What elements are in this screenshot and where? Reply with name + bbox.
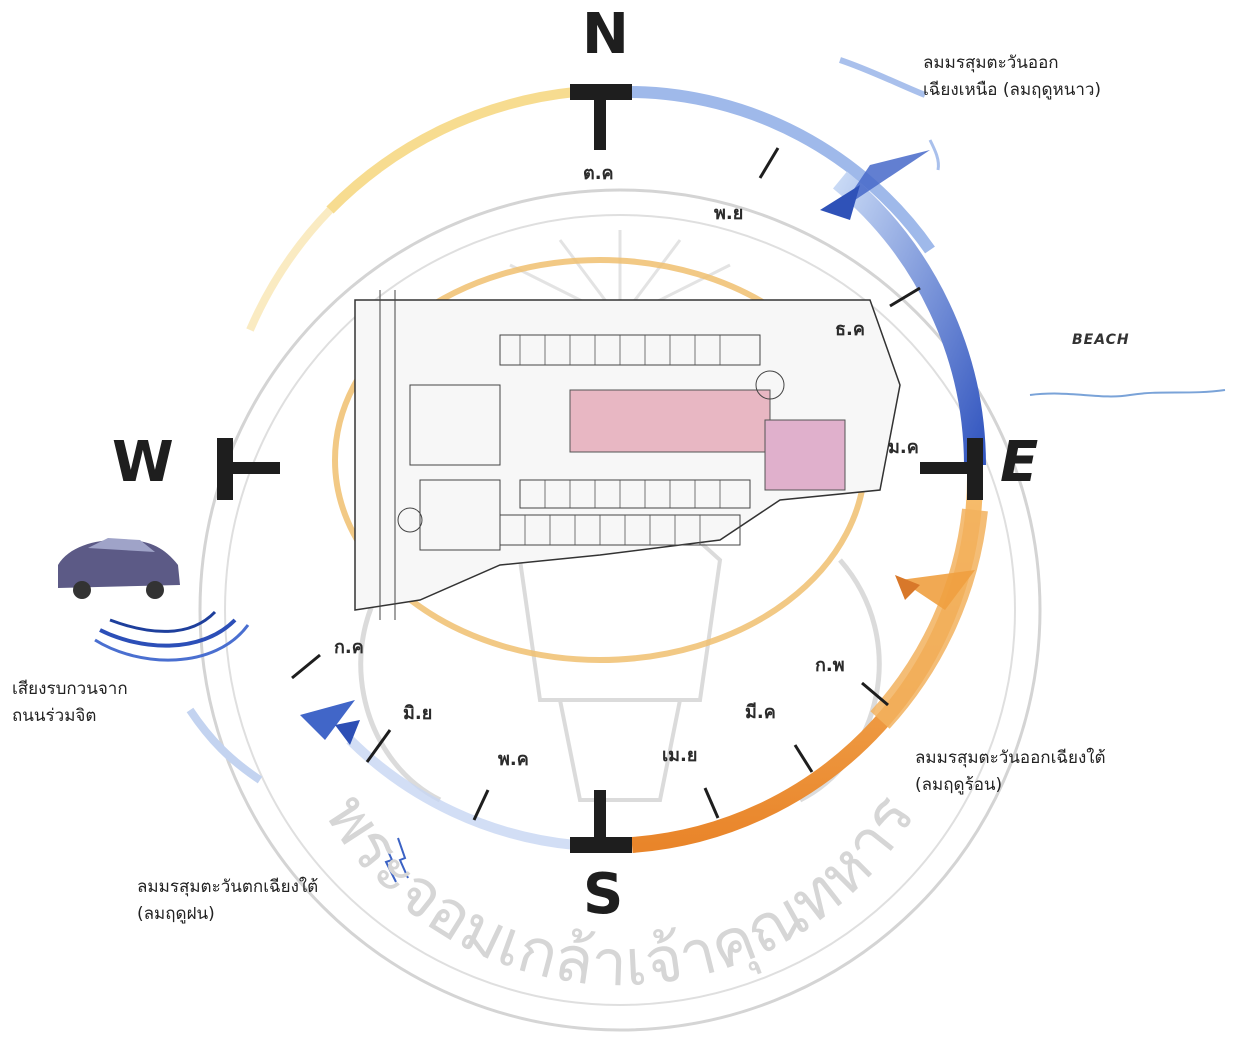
southwest-wind-arrow bbox=[186, 700, 409, 883]
month-nov: พ.ย bbox=[714, 203, 744, 224]
southeast-wind-line2: (ลมฤดูร้อน) bbox=[915, 775, 1003, 795]
north-label: N bbox=[582, 2, 629, 67]
traffic-noise-line1: เสียงรบกวนจาก bbox=[12, 679, 128, 699]
northeast-wind-line2: เฉียงเหนือ (ลมฤดูหนาว) bbox=[923, 80, 1102, 100]
northeast-wind-label: ลมมรสุมตะวันออก เฉียงเหนือ (ลมฤดูหนาว) bbox=[923, 50, 1101, 104]
beach-wave-line bbox=[1029, 389, 1226, 398]
beach-label: BEACH bbox=[1072, 332, 1130, 348]
traffic-noise-label: เสียงรบกวนจาก ถนนร่วมจิต bbox=[12, 676, 128, 730]
northeast-wind-line1: ลมมรสุมตะวันออก bbox=[923, 53, 1059, 73]
compass-axes bbox=[217, 84, 983, 853]
month-oct: ต.ค bbox=[583, 163, 614, 184]
sun-path-ring bbox=[246, 86, 988, 853]
southwest-wind-line1: ลมมรสุมตะวันตกเฉียงใต้ bbox=[137, 877, 319, 897]
month-feb: ก.พ bbox=[815, 655, 845, 676]
month-jan: ม.ค bbox=[888, 437, 919, 458]
noise-wave-icon bbox=[94, 610, 250, 662]
southeast-wind-arrow bbox=[895, 570, 975, 610]
month-dec: ธ.ค bbox=[835, 319, 865, 340]
month-jul: ก.ค bbox=[334, 637, 364, 658]
traffic-noise-line2: ถนนร่วมจิต bbox=[12, 706, 97, 726]
west-label: W bbox=[112, 430, 174, 495]
south-label: S bbox=[583, 862, 624, 927]
east-label: E bbox=[1000, 430, 1039, 495]
southeast-wind-line1: ลมมรสุมตะวันออกเฉียงใต้ bbox=[915, 748, 1106, 768]
month-apr: เม.ย bbox=[662, 745, 698, 766]
month-mar: มี.ค bbox=[745, 702, 776, 723]
month-may: พ.ค bbox=[498, 749, 529, 770]
northeast-wind-arrow bbox=[820, 57, 940, 220]
month-ticks bbox=[291, 147, 921, 821]
southeast-wind-label: ลมมรสุมตะวันออกเฉียงใต้ (ลมฤดูร้อน) bbox=[915, 745, 1106, 799]
site-plan bbox=[354, 290, 901, 620]
car-icon bbox=[58, 538, 180, 599]
month-jun: มิ.ย bbox=[403, 703, 433, 724]
southwest-wind-line2: (ลมฤดูฝน) bbox=[137, 904, 215, 924]
southwest-wind-label: ลมมรสุมตะวันตกเฉียงใต้ (ลมฤดูฝน) bbox=[137, 874, 318, 928]
